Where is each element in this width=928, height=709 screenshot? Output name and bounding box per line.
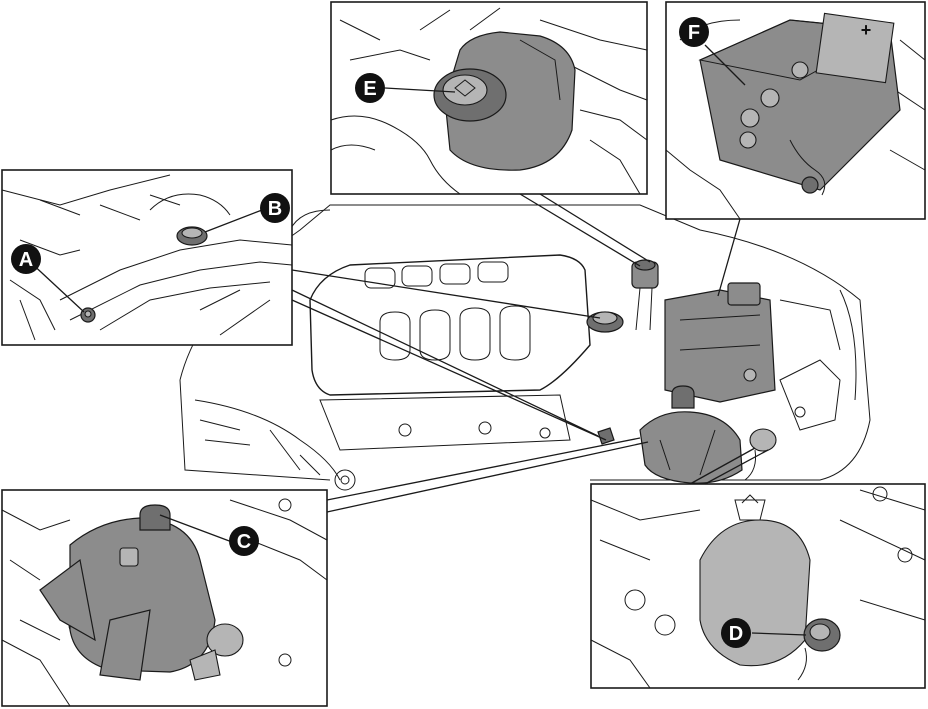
positive-terminal-label: + [861, 20, 872, 40]
callout-b: B [260, 193, 290, 223]
brake-fluid-reservoir-e [433, 31, 576, 171]
callout-d: D [721, 618, 751, 648]
detail-panel-e [330, 1, 648, 195]
callout-c: C [229, 526, 259, 556]
callout-d-label: D [729, 623, 743, 645]
battery-main [664, 282, 776, 403]
detail-panel-f: + [665, 1, 926, 220]
callout-f: F [679, 17, 709, 47]
callout-a: A [11, 244, 41, 274]
battery-f: + [698, 12, 901, 196]
engine-bay-overview [179, 204, 871, 491]
callout-e: E [355, 73, 385, 103]
callout-f-label: F [688, 22, 700, 44]
connector-lines [291, 193, 769, 513]
brake-fluid-reservoir-main [631, 259, 659, 331]
detail-panel-ab [1, 169, 293, 346]
detail-panel-c [1, 489, 328, 707]
callout-a-label: A [19, 249, 33, 271]
callout-c-label: C [237, 531, 251, 553]
callout-e-label: E [363, 78, 376, 100]
detail-panel-d [590, 483, 926, 689]
washer-reservoir-main [744, 428, 777, 481]
coolant-tank-main [639, 385, 743, 484]
dipstick-handle-main [597, 427, 615, 445]
engine-cover [309, 254, 591, 396]
callout-b-label: B [268, 198, 282, 220]
coolant-tank-c [39, 504, 244, 681]
